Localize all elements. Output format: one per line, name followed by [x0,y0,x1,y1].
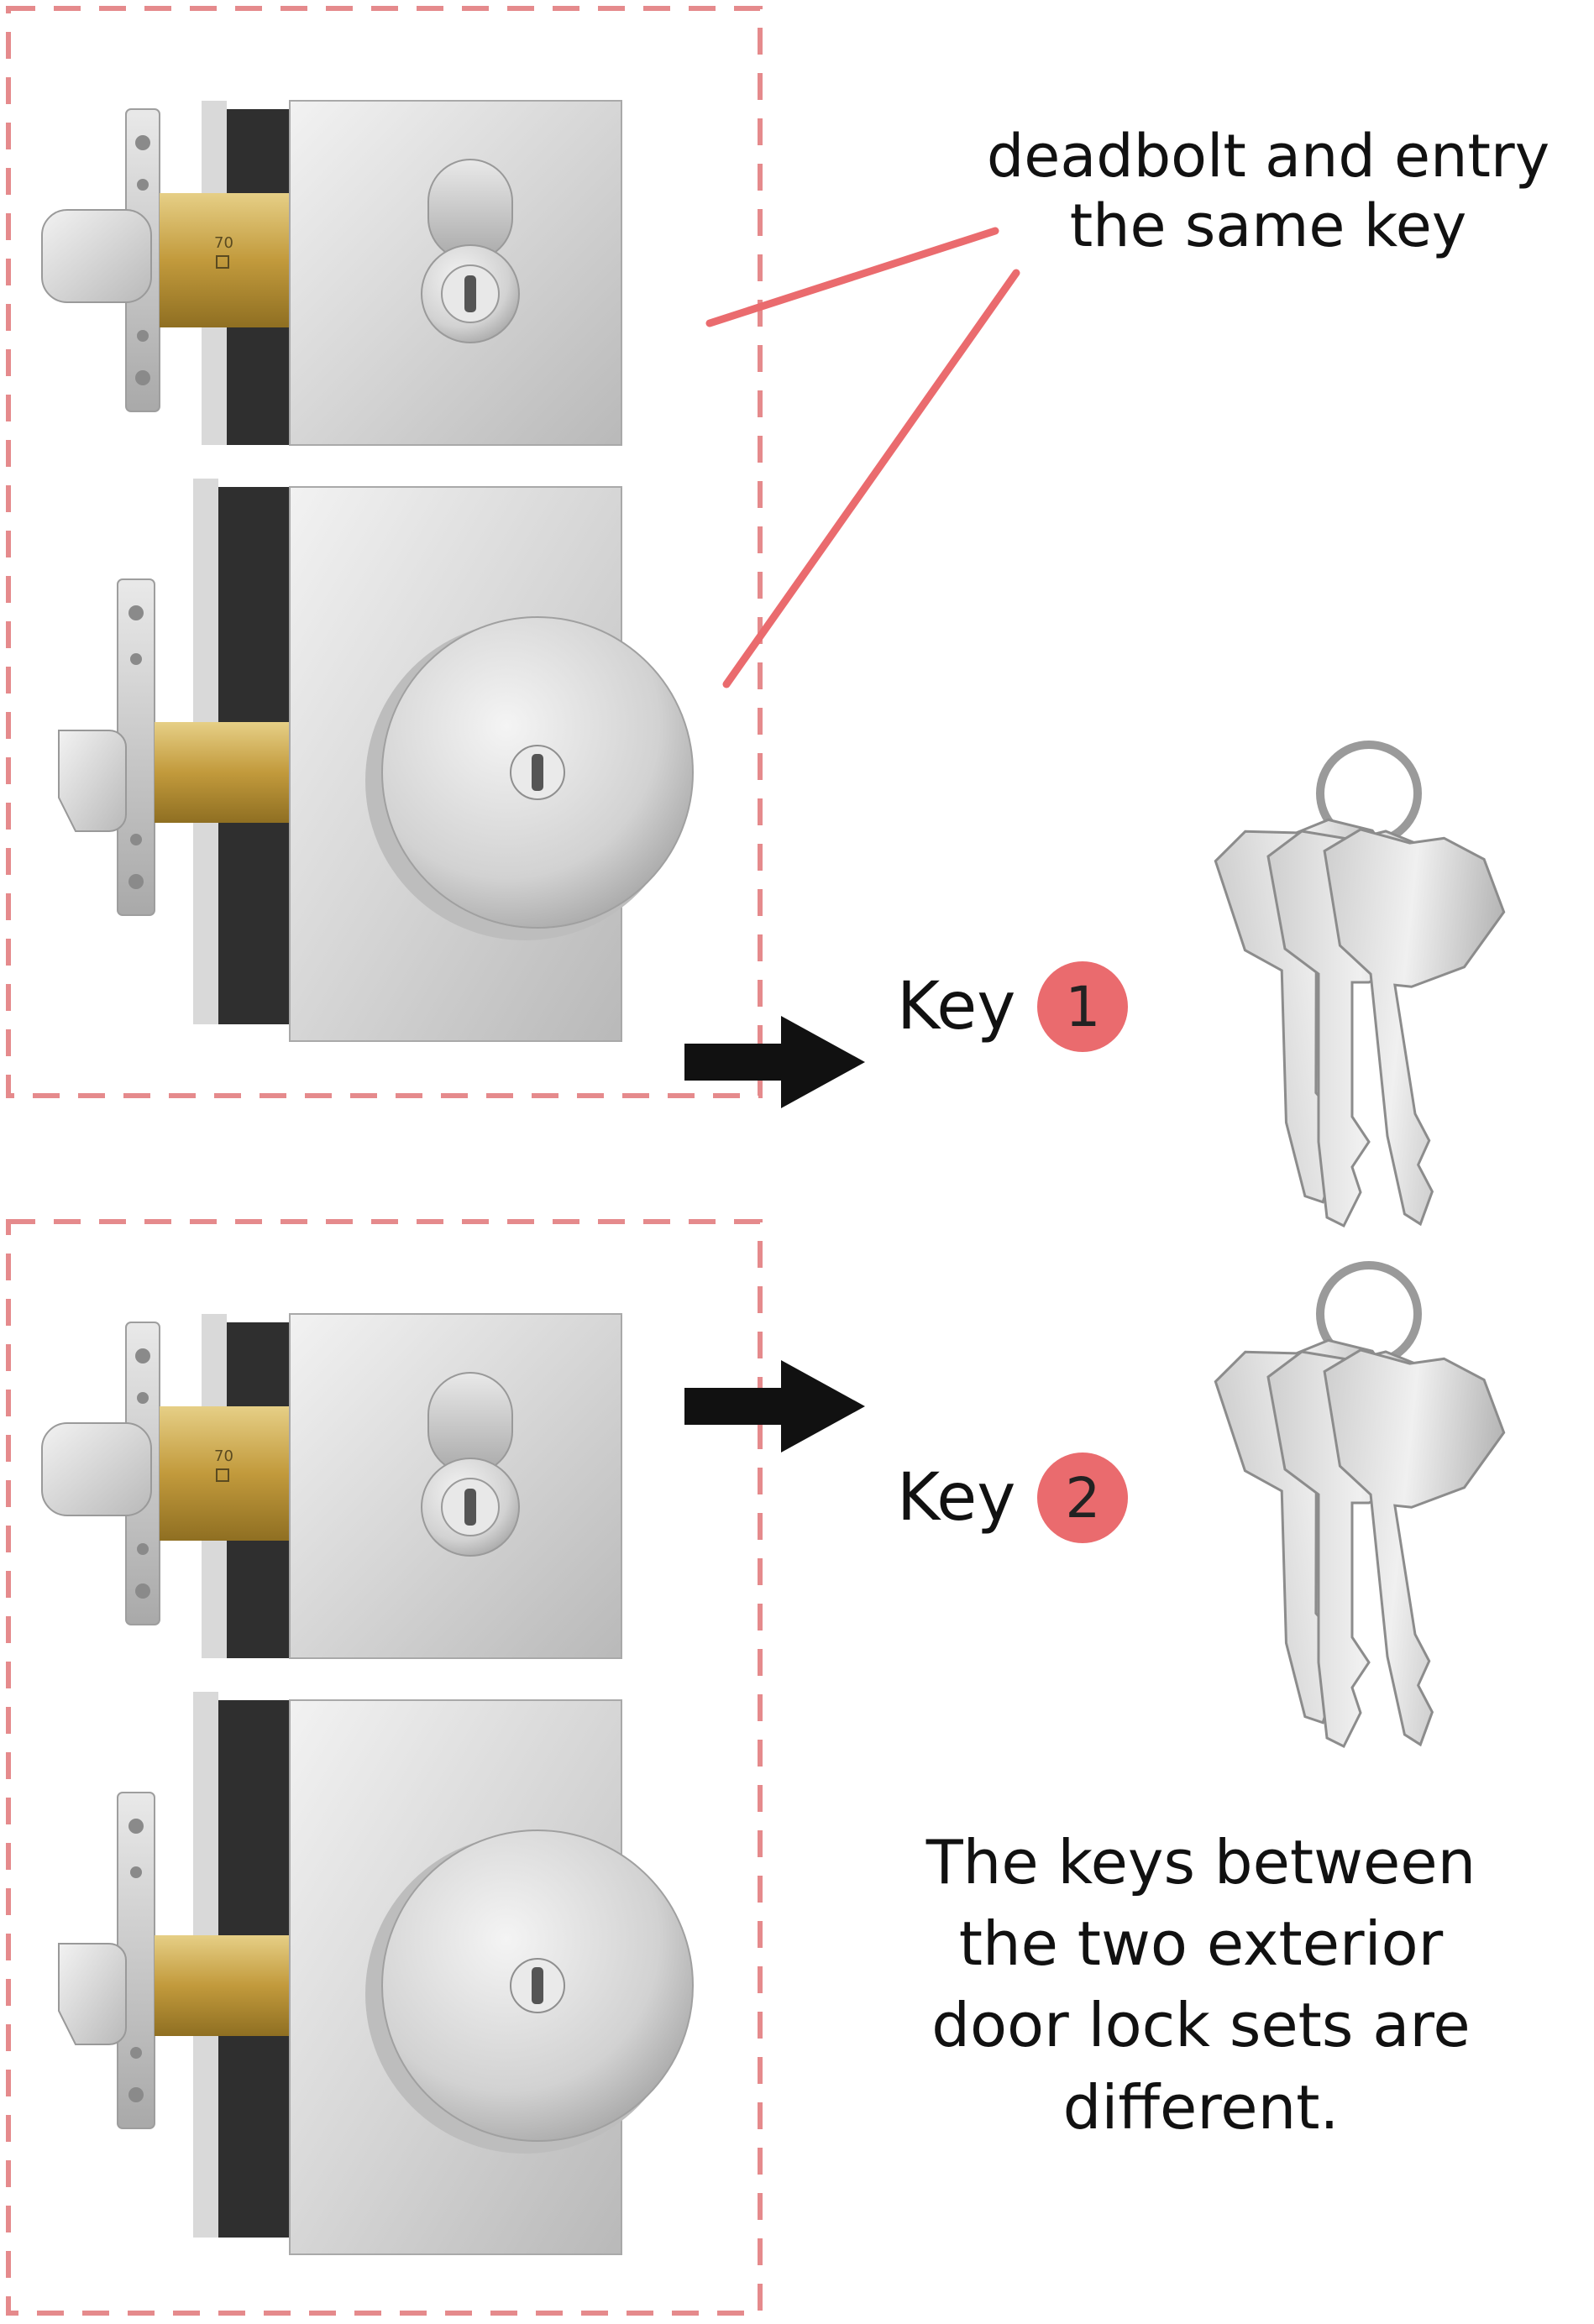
callout-line: the same key [1069,191,1467,260]
note-line: The keys between [925,1827,1476,1897]
callout-text: deadbolt and entry the same key [949,122,1587,260]
knob-lock-icon [58,1691,694,2255]
note-text: The keys between the two exterior door l… [890,1822,1512,2149]
knob-lock-icon [58,478,694,1042]
callout-lines [705,227,1020,688]
note-line: different. [1062,2071,1340,2143]
deadbolt-icon [41,100,622,446]
note-line: the two exterior [958,1908,1444,1980]
arrow-right-icon [684,1016,865,1108]
note-line: door lock sets are [931,1990,1471,2061]
callout-line: deadbolt and entry [986,122,1550,191]
key-label-text: Key [897,969,1016,1044]
dashed-frame-top [6,6,763,1098]
key-label-2: Key 2 [897,1452,1129,1543]
key-number-badge: 2 [1037,1452,1129,1543]
key-number-badge: 1 [1037,961,1129,1052]
key-bundle-icon [1212,745,1511,1229]
deadbolt-icon [41,1313,622,1659]
arrow-right-icon [684,1360,865,1452]
key-label-1: Key 1 [897,961,1129,1052]
key-label-text: Key [897,1460,1016,1536]
key-bundle-icon [1212,1265,1511,1750]
dashed-frame-bottom [6,1219,763,2316]
